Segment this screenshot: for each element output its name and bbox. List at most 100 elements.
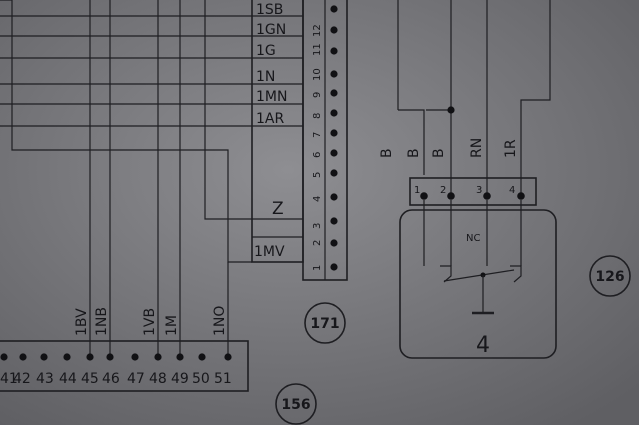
wire: [0, 0, 252, 263]
component-126: B B B RN 1R 1 2 3 4 NC 4: [379, 0, 557, 359]
ref-number: 156: [281, 397, 310, 413]
wire-label: RN: [469, 138, 485, 158]
pin-label: 3: [312, 223, 323, 229]
terminal-dot: [330, 89, 338, 97]
pin-label: 1: [414, 185, 420, 196]
contact: [510, 265, 522, 283]
component-126-body: [399, 209, 557, 359]
pin-label: 11: [312, 43, 323, 56]
pin-label: 9: [312, 92, 323, 98]
wire-label: 1AR: [256, 111, 284, 127]
contact-label: NC: [466, 233, 480, 244]
wire-label: B: [379, 148, 395, 158]
wire: [204, 0, 303, 220]
terminal-dot: [63, 353, 71, 361]
terminal-dot: [330, 239, 338, 247]
pin-label: 41: [0, 371, 18, 387]
terminal-dot: [330, 193, 338, 201]
wire-label: 1SB: [256, 2, 283, 18]
ref-number: 171: [310, 316, 339, 332]
component-126-header: [409, 177, 537, 206]
terminal-dot: [330, 26, 338, 34]
contact-lever: [443, 269, 515, 282]
terminal-dot: [330, 149, 338, 157]
wire-label: B: [406, 148, 422, 158]
wire-label: 1NB: [94, 307, 110, 336]
wire-label: 1R: [503, 139, 519, 158]
wires-left: [0, 0, 303, 355]
terminal-dot: [483, 192, 491, 200]
wire-label: 1BV: [74, 308, 90, 336]
terminal-dot: [176, 353, 184, 361]
ref-156: 156: [275, 383, 317, 425]
wire-label: 1NO: [212, 306, 228, 336]
terminal-dot: [330, 129, 338, 137]
terminal-dot: [517, 192, 525, 200]
wire-label: 1GN: [256, 22, 286, 38]
wire-label: 1N: [256, 69, 275, 85]
pin-label: 1: [312, 265, 323, 271]
terminal-dot: [86, 353, 94, 361]
pin-label: 43: [36, 371, 54, 387]
terminal-dot: [198, 353, 206, 361]
wire-label: 1VB: [142, 308, 158, 336]
pin-label: 45: [81, 371, 99, 387]
connector-156: 41 42 43 44 45 46 47 48 49 50 51: [0, 340, 249, 392]
pin-label: 4: [312, 196, 323, 202]
terminal-dot: [224, 353, 232, 361]
terminal-dot: [330, 70, 338, 78]
wire-label: 1MN: [256, 89, 287, 105]
terminal-dot: [330, 5, 338, 13]
pin-label: 47: [127, 371, 145, 387]
ref-circle: [304, 302, 346, 344]
pin-label: 48: [149, 371, 167, 387]
terminal-dot: [19, 353, 27, 361]
pin-label: 2: [440, 185, 446, 196]
terminal-dot: [330, 47, 338, 55]
ref-126: 126: [589, 255, 631, 297]
wire-label: 1G: [256, 43, 276, 59]
terminal-dot: [330, 217, 338, 225]
pin-label: 44: [59, 371, 77, 387]
pin-label: 46: [102, 371, 120, 387]
pin-label: 2: [312, 240, 323, 246]
wire-label: Z: [272, 199, 284, 219]
ref-circle: [275, 383, 317, 425]
pin-label: 3: [476, 185, 482, 196]
terminal-dot: [0, 353, 8, 361]
terminal-dot: [131, 353, 139, 361]
wire: [398, 109, 425, 175]
terminal-dot: [330, 263, 338, 271]
wire-label: B: [431, 148, 447, 158]
connector-156-body: [0, 340, 249, 392]
pin-label: 50: [192, 371, 210, 387]
ref-171: 171: [304, 302, 346, 344]
junction-dot: [447, 106, 455, 114]
ref-circle: [589, 255, 631, 297]
contact: [440, 265, 452, 283]
pin-label: 12: [312, 24, 323, 37]
pin-label: 5: [312, 172, 323, 178]
pin-label: 4: [509, 185, 515, 196]
inner-number: 4: [476, 333, 490, 358]
pin-label: 42: [13, 371, 31, 387]
terminal-dot: [447, 192, 455, 200]
wire-label: 1MV: [254, 244, 285, 260]
ref-number: 126: [595, 269, 624, 285]
pin-label: 7: [312, 132, 323, 138]
terminal-dot: [420, 192, 428, 200]
pin-label: 6: [312, 152, 323, 158]
terminal-dot: [330, 169, 338, 177]
terminal-dot: [330, 109, 338, 117]
terminal-dot: [40, 353, 48, 361]
wire-label: 1M: [164, 315, 180, 336]
pin-label: 8: [312, 113, 323, 119]
wire: [520, 0, 551, 196]
pin-label: 10: [312, 68, 323, 81]
terminal-dot: [106, 353, 114, 361]
pin-label: 49: [171, 371, 189, 387]
connector-171: 1 2 3 4 5 6 7 8 9 10 11 12 1SB 1GN: [251, 0, 348, 281]
